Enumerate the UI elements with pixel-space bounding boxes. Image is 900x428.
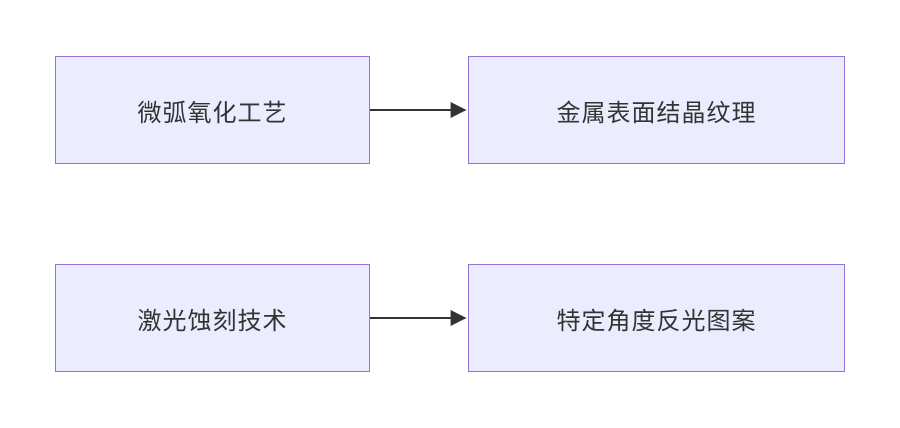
node-label: 特定角度反光图案	[556, 306, 757, 335]
node-angle-reflective-pattern[interactable]: 特定角度反光图案	[468, 264, 845, 372]
node-micro-arc-oxidation[interactable]: 微弧氧化工艺	[55, 56, 370, 164]
node-label: 微弧氧化工艺	[137, 98, 288, 127]
node-metal-surface-texture[interactable]: 金属表面结晶纹理	[468, 56, 845, 164]
node-label: 激光蚀刻技术	[137, 306, 288, 335]
node-laser-etching[interactable]: 激光蚀刻技术	[55, 264, 370, 372]
node-label: 金属表面结晶纹理	[556, 98, 757, 127]
